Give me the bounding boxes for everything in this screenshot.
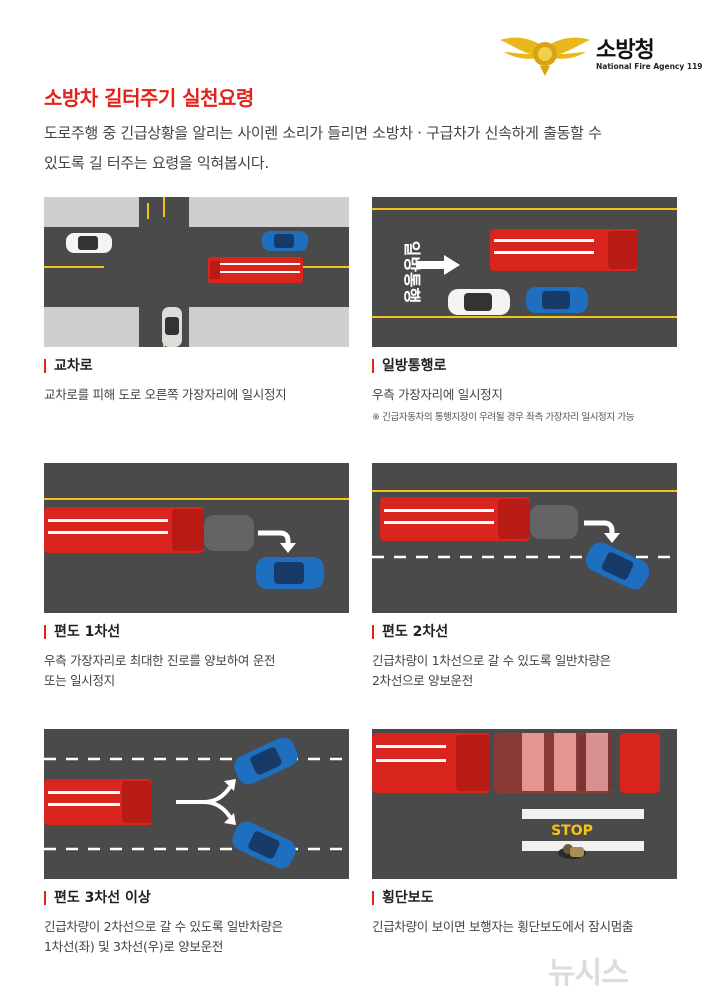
silver-car-icon [162, 307, 182, 347]
fire-truck-icon [372, 733, 490, 793]
fire-agency-emblem-icon [500, 37, 590, 76]
blue-car-icon [526, 287, 588, 313]
intersection-heading: 교차로 [44, 359, 364, 373]
intersection-body: 교차로를 피해 도로 오른쪽 가장자리에 일시정지 [44, 387, 287, 402]
fire-truck-icon [44, 779, 152, 825]
crosswalk-illustration: STOP [372, 729, 677, 879]
white-car-icon [66, 233, 112, 253]
three-lane-heading: 편도 3차선 이상 [44, 891, 364, 905]
fire-truck-icon [490, 229, 638, 271]
crosswalk-body: 긴급차량이 보이면 보행자는 횡단보도에서 잠시멈춤 [372, 919, 634, 934]
oneway-road-text: 일방통행 [401, 241, 421, 304]
agency-logo: 소방청 National Fire Agency 119 [500, 28, 703, 78]
watermark: 뉴시스 [548, 948, 629, 992]
intro-text: 도로주행 중 긴급상황을 알리는 사이렌 소리가 들리면 소방차 · 구급차가 … [44, 118, 684, 178]
blue-car-icon [262, 231, 308, 251]
agency-name-ko: 소방청 [596, 38, 655, 63]
one-lane-body: 우측 가장자리로 최대한 진로를 양보하여 운전 또는 일시정지 [44, 651, 364, 691]
stop-road-text: STOP [551, 823, 593, 839]
split-arrow-icon [176, 779, 236, 825]
turn-arrow-icon [258, 530, 296, 553]
oneway-body: 우측 가장자리에 일시정지 [372, 387, 503, 402]
direction-arrow-icon [416, 255, 460, 275]
blue-car-icon [256, 557, 324, 589]
fire-truck-motion-icon [494, 733, 612, 793]
one-lane-heading: 편도 1차선 [44, 625, 364, 639]
two-lane-body-line-2: 2차선으로 양보운전 [372, 673, 473, 688]
page-title: 소방차 길터주기 실천요령 [44, 86, 254, 110]
crosswalk-caption: 횡단보도 긴급차량이 보이면 보행자는 횡단보도에서 잠시멈춤 [372, 891, 692, 937]
two-lane-body-line-1: 긴급차량이 1차선으로 갈 수 있도록 일반차량은 [372, 653, 611, 668]
fire-truck-icon [380, 497, 530, 541]
crosswalk-heading: 횡단보도 [372, 891, 692, 905]
white-car-icon [448, 289, 510, 315]
three-lane-body-line-2: 1차선(좌) 및 3차선(우)로 양보운전 [44, 939, 224, 954]
one-lane-body-line-1: 우측 가장자리로 최대한 진로를 양보하여 운전 [44, 653, 276, 668]
one-lane-caption: 편도 1차선 우측 가장자리로 최대한 진로를 양보하여 운전 또는 일시정지 [44, 625, 364, 691]
intro-line-2: 있도록 길 터주는 요령을 익혀봅시다. [44, 154, 269, 172]
intro-line-1: 도로주행 중 긴급상황을 알리는 사이렌 소리가 들리면 소방차 · 구급차가 … [44, 124, 602, 142]
three-lane-body: 긴급차량이 2차선으로 갈 수 있도록 일반차량은 1차선(좌) 및 3차선(우… [44, 917, 364, 957]
crosswalk-stripes [522, 733, 644, 851]
fire-truck-front-icon [620, 733, 660, 793]
two-lane-caption: 편도 2차선 긴급차량이 1차선으로 갈 수 있도록 일반차량은 2차선으로 양… [372, 625, 692, 691]
three-lane-illustration [44, 729, 349, 879]
turn-arrow-icon [584, 520, 620, 543]
two-lane-heading: 편도 2차선 [372, 625, 692, 639]
watermark-text: 뉴시스 [548, 956, 629, 991]
three-lane-caption: 편도 3차선 이상 긴급차량이 2차선으로 갈 수 있도록 일반차량은 1차선(… [44, 891, 364, 957]
two-lane-body: 긴급차량이 1차선으로 갈 수 있도록 일반차량은 2차선으로 양보운전 [372, 651, 692, 691]
oneway-heading: 일방통행로 [372, 359, 692, 373]
oneway-caption: 일방통행로 우측 가장자리에 일시정지 ※ 긴급자동차의 통행지장이 우려될 경… [372, 359, 692, 423]
oneway-note: ※ 긴급자동차의 통행지장이 우려될 경우 좌측 가장자리 일시정지 가능 [372, 412, 635, 423]
blue-car-icon-right [232, 821, 296, 869]
agency-name-en: National Fire Agency 119 [596, 62, 703, 71]
two-lane-illustration [372, 463, 677, 613]
oneway-illustration: 일방통행 [372, 197, 677, 347]
fire-truck-icon [44, 507, 204, 553]
pedestrian-icon [558, 844, 586, 859]
one-lane-body-line-2: 또는 일시정지 [44, 673, 115, 688]
intersection-illustration [44, 197, 349, 347]
fire-truck-icon [208, 257, 303, 283]
intersection-caption: 교차로 교차로를 피해 도로 오른쪽 가장자리에 일시정지 [44, 359, 364, 405]
one-lane-illustration [44, 463, 349, 613]
blue-car-icon [585, 542, 650, 590]
three-lane-body-line-1: 긴급차량이 2차선으로 갈 수 있도록 일반차량은 [44, 919, 283, 934]
blue-car-icon-left [234, 737, 298, 785]
